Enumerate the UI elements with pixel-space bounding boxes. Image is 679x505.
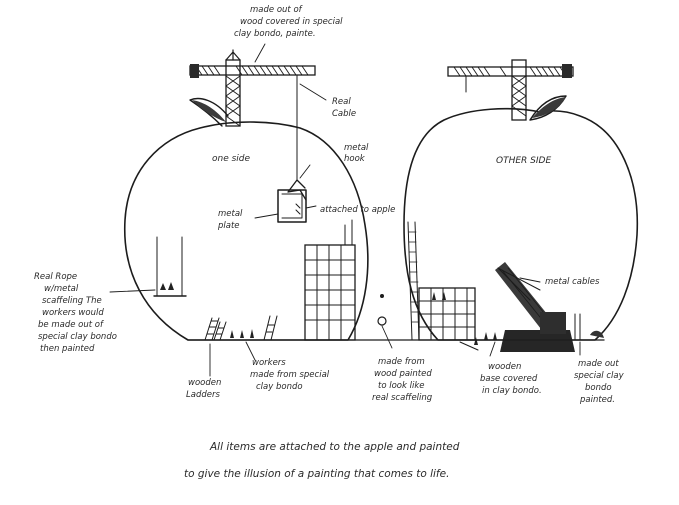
crane-note-line-2: wood covered in special [240, 17, 343, 27]
workers-label-2: made from special [250, 370, 330, 380]
crane-note-line-1: made out of [250, 5, 304, 15]
left-leaf [192, 100, 226, 122]
base-label-1: wooden [488, 362, 521, 372]
scaffold-label-1: made from [378, 357, 425, 367]
base-label-3: in clay bondo. [482, 386, 542, 396]
rope-label-6: special clay bondo [38, 332, 117, 342]
rope-label-5: be made out of [38, 320, 105, 330]
wooden-ladders-label-2: Ladders [186, 390, 220, 400]
left-tower-crane [189, 49, 316, 201]
right-leaf [532, 97, 566, 118]
left-scaffolding [304, 219, 356, 341]
rope-label-2: w/metal [44, 284, 79, 294]
right-apple [403, 95, 639, 341]
footer-line-2: to give the illusion of a painting that … [184, 468, 449, 480]
workers-label-1: workers [252, 358, 286, 368]
metal-plate-label-1: metal [218, 209, 243, 219]
right-scaffolding [407, 221, 476, 341]
metal-hook-label-2: hook [344, 154, 366, 164]
rope-label-1: Real Rope [34, 272, 77, 282]
special-bondo-label-3: bondo [585, 383, 612, 393]
workers-label-3: clay bondo [256, 382, 303, 392]
crawler-crane [459, 262, 604, 352]
metal-cables-label: metal cables [545, 277, 600, 287]
center-marker [377, 316, 387, 326]
left-ladders [204, 315, 278, 341]
wooden-ladders-label-1: wooden [188, 378, 221, 388]
real-cable-label-1: Real [332, 97, 351, 107]
scaffold-label-3: to look like [378, 381, 425, 391]
leader-lines [109, 43, 581, 377]
crane-note-line-3: clay bondo, painte. [234, 29, 316, 39]
one-side-label: one side [212, 154, 251, 164]
metal-hook-label-1: metal [344, 143, 369, 153]
special-bondo-label-4: painted. [579, 395, 615, 405]
metal-plate [277, 189, 307, 223]
other-side-label: OTHER SIDE [496, 156, 551, 166]
rope-label-4: workers would [42, 308, 104, 318]
rope-scaffold [153, 236, 187, 297]
special-bondo-label-2: special clay [574, 371, 625, 381]
footer-line-1: All items are attached to the apple and … [209, 441, 460, 453]
base-label-2: base covered [480, 374, 538, 384]
special-bondo-label-1: made out [578, 359, 619, 369]
real-cable-label-2: Cable [332, 109, 356, 119]
attached-label: attached to apple [320, 205, 395, 215]
left-apple [123, 97, 369, 341]
scaffold-label-2: wood painted [374, 369, 432, 379]
right-tower-crane [447, 59, 574, 121]
scaffold-label-4: real scaffeling [372, 393, 433, 403]
rope-label-7: then painted [40, 344, 95, 354]
rope-label-3: scaffeling The [42, 296, 102, 306]
metal-plate-label-2: plate [217, 221, 240, 231]
